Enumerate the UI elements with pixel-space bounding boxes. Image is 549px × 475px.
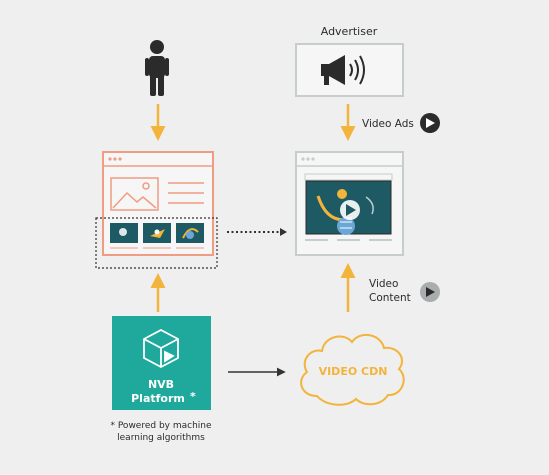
megaphone-icon: [321, 55, 365, 85]
text-lines: [168, 182, 204, 204]
image-placeholder-icon: [110, 177, 159, 211]
publisher-webpage: [102, 151, 214, 256]
nvb-label-line1: NVB: [148, 378, 174, 391]
player-play-icon: [340, 200, 360, 220]
footnote-line2: learning algorithms: [117, 433, 205, 443]
video-cdn-label: VIDEO CDN: [319, 365, 388, 378]
nvb-platform-box: NVB Platform *: [112, 316, 211, 410]
video-cdn-cloud: VIDEO CDN: [300, 333, 405, 406]
nvb-asterisk: *: [190, 390, 196, 403]
video-ads-label: Video Ads: [362, 118, 414, 130]
video-content-label-line2: Content: [369, 292, 411, 304]
nvb-label-line2: Platform: [131, 392, 185, 405]
advertiser-label: Advertiser: [321, 25, 378, 38]
video-ads-play-icon: [420, 113, 440, 133]
video-content-play-icon: [420, 282, 440, 302]
video-player: [305, 180, 392, 235]
thumbnail-selection-frame: [95, 217, 218, 269]
cube-play-icon: [143, 328, 179, 369]
user-person-icon: [145, 40, 169, 96]
player-webpage: [295, 151, 404, 256]
advertiser-box: [295, 43, 404, 97]
dotted-arrow-head: [280, 228, 287, 236]
video-thumbnail-strip: [110, 223, 204, 249]
video-content-label-line1: Video: [369, 278, 398, 290]
footnote-line1: * Powered by machine: [110, 421, 212, 431]
